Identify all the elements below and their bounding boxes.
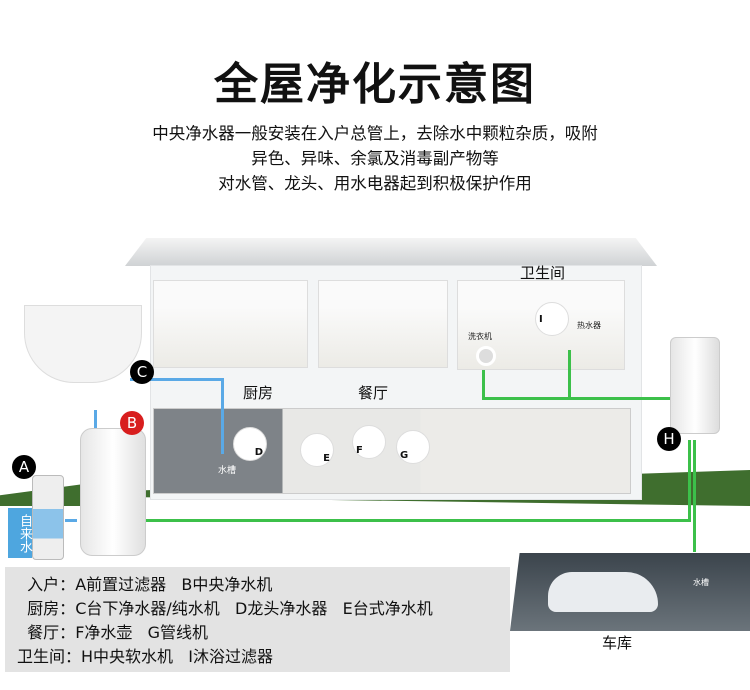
bedroom xyxy=(153,280,308,368)
kitchen-label: 厨房 xyxy=(243,384,274,402)
legend-label: 入户： xyxy=(17,575,76,594)
dining-label: 餐厅 xyxy=(358,384,389,402)
green-pipe xyxy=(688,440,691,522)
legend-row: 餐厅：F净水壶 G管线机 xyxy=(17,621,510,645)
badge-i: I xyxy=(539,313,543,325)
legend-text: F净水壶 G管线机 xyxy=(75,623,209,642)
pitcher-icon: F xyxy=(352,425,386,459)
legend-label: 餐厅： xyxy=(17,623,76,642)
green-pipe xyxy=(482,370,485,399)
subtitle-line: 中央净水器一般安装在入户总管上，去除水中颗粒杂质，吸附 xyxy=(152,124,598,143)
living-room xyxy=(318,280,448,368)
heater-label: 热水器 xyxy=(577,321,601,330)
garage-sink-label: 水槽 xyxy=(693,578,709,587)
car-icon xyxy=(548,572,658,612)
green-pipe xyxy=(568,350,571,399)
legend-row: 厨房：C台下净水器/纯水机 D龙头净水器 E台式净水机 xyxy=(17,597,510,621)
badge-c: C xyxy=(130,360,154,384)
badge-f: F xyxy=(356,445,363,456)
legend-text: C台下净水器/纯水机 D龙头净水器 E台式净水机 xyxy=(75,599,433,618)
under-sink-purifier xyxy=(24,305,142,383)
blue-pipe xyxy=(65,519,77,522)
tap-water-label: 自来水 xyxy=(8,508,32,558)
legend-label: 卫生间： xyxy=(17,647,82,666)
legend-text: A前置过滤器 B中央净水机 xyxy=(75,575,273,594)
badge-h: H xyxy=(657,427,681,451)
legend-row: 入户：A前置过滤器 B中央净水机 xyxy=(17,573,510,597)
house-roof xyxy=(125,238,657,266)
green-pipe xyxy=(482,397,672,400)
legend-row: 卫生间：H中央软水机 I沐浴过滤器 xyxy=(17,645,510,669)
subtitle-line: 对水管、龙头、用水电器起到积极保护作用 xyxy=(218,174,532,193)
blue-pipe xyxy=(221,378,224,454)
green-pipe xyxy=(693,440,696,552)
page-title: 全屋净化示意图 xyxy=(214,59,536,110)
legend: 入户：A前置过滤器 B中央净水机 厨房：C台下净水器/纯水机 D龙头净水器 E台… xyxy=(5,567,510,672)
badge-b: B xyxy=(120,411,144,435)
central-softener-unit xyxy=(670,337,720,434)
shower-filter-icon: I xyxy=(535,302,569,336)
subtitle-line: 异色、异味、余氯及消毒副产物等 xyxy=(251,149,499,168)
badge-e: E xyxy=(323,453,330,464)
blue-pipe xyxy=(130,378,224,381)
green-pipe xyxy=(145,519,690,522)
pre-filter-unit xyxy=(32,475,64,560)
bathroom-label: 卫生间 xyxy=(520,264,566,282)
kitchen-dining-floor xyxy=(153,408,631,494)
central-purifier-unit xyxy=(80,428,146,556)
badge-g: G xyxy=(400,450,409,461)
countertop-purifier-icon: E xyxy=(300,433,334,467)
sink-label: 水槽 xyxy=(218,466,237,476)
pipeline-dispenser-icon: G xyxy=(396,430,430,464)
faucet-filter-icon: D xyxy=(233,427,267,461)
washer-icon xyxy=(476,346,496,366)
garage-label: 车库 xyxy=(602,634,633,652)
legend-label: 厨房： xyxy=(17,599,76,618)
badge-a: A xyxy=(12,455,36,479)
legend-text: H中央软水机 I沐浴过滤器 xyxy=(81,647,274,666)
blue-pipe xyxy=(94,410,97,428)
badge-d: D xyxy=(254,447,263,458)
washer-label: 洗衣机 xyxy=(468,332,492,341)
